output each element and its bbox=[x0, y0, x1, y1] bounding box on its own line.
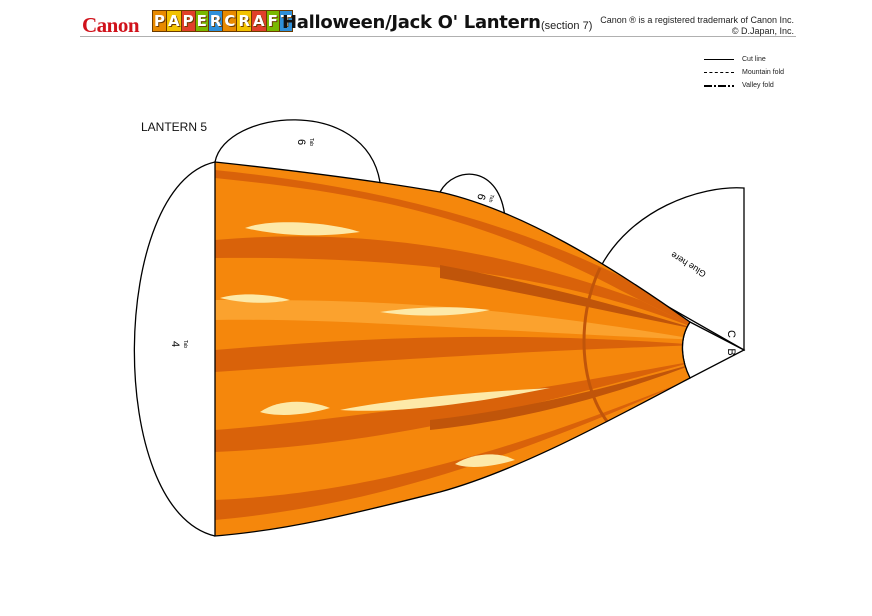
dashed-line-icon bbox=[704, 72, 734, 73]
solid-line-icon bbox=[704, 59, 734, 60]
pumpkin-highlight bbox=[455, 454, 515, 467]
tab-left bbox=[133, 161, 216, 537]
dash-dot-line-icon bbox=[704, 84, 734, 87]
pumpkin-highlight bbox=[260, 401, 330, 415]
canon-logo: Canon bbox=[82, 13, 140, 37]
papercraft-letter: F bbox=[265, 10, 280, 32]
trademark-line: Canon ® is a registered trademark of Can… bbox=[600, 15, 794, 25]
pumpkin-stripe bbox=[430, 362, 690, 430]
piece-label: LANTERN 5 bbox=[141, 120, 208, 134]
pumpkin-stripe bbox=[215, 336, 690, 372]
page-title: Halloween/Jack O' Lantern bbox=[282, 12, 541, 33]
trademark-notice: Canon ® is a registered trademark of Can… bbox=[600, 15, 794, 37]
papercraft-letter: T bbox=[278, 10, 294, 32]
legend-cut-label: Cut line bbox=[742, 56, 766, 63]
pumpkin-highlight bbox=[245, 222, 360, 236]
fold-legend: Cut line Mountain fold Valley fold bbox=[704, 53, 784, 92]
papercraft-letter: R bbox=[207, 10, 224, 32]
pumpkin-stripe bbox=[215, 375, 690, 520]
tab-left-number: 4 bbox=[169, 341, 181, 347]
copyright-line: © D.Japan, Inc. bbox=[731, 26, 794, 36]
legend-valley-label: Valley fold bbox=[742, 82, 774, 89]
pumpkin-stripe bbox=[215, 236, 690, 330]
pumpkin-stripe bbox=[215, 360, 690, 452]
glue-flap bbox=[599, 187, 745, 352]
tab-small-word: Tab bbox=[487, 194, 495, 204]
legend-valley-fold: Valley fold bbox=[704, 79, 784, 92]
legend-mountain-fold: Mountain fold bbox=[704, 66, 784, 79]
pumpkin-highlight bbox=[340, 388, 550, 411]
tab-small-number: 6 bbox=[474, 192, 487, 201]
header-divider bbox=[80, 36, 796, 37]
legend-cut-line: Cut line bbox=[704, 53, 784, 66]
papercraft-letter: E bbox=[194, 10, 209, 32]
corner-c-label: C bbox=[725, 330, 737, 338]
tab-left-word: Tab bbox=[182, 340, 188, 348]
tab-top-word: Tab bbox=[308, 138, 314, 146]
pumpkin-segment bbox=[215, 162, 690, 536]
corner-b-label: B bbox=[725, 348, 737, 355]
section-label: (section 7) bbox=[541, 20, 593, 32]
pumpkin-highlight bbox=[380, 307, 490, 316]
pumpkin-stripe bbox=[215, 300, 690, 340]
pumpkin-highlight bbox=[220, 294, 290, 303]
legend-mountain-label: Mountain fold bbox=[742, 69, 785, 76]
pumpkin-stripe bbox=[440, 265, 690, 330]
tab-top-number: 6 bbox=[295, 139, 307, 145]
